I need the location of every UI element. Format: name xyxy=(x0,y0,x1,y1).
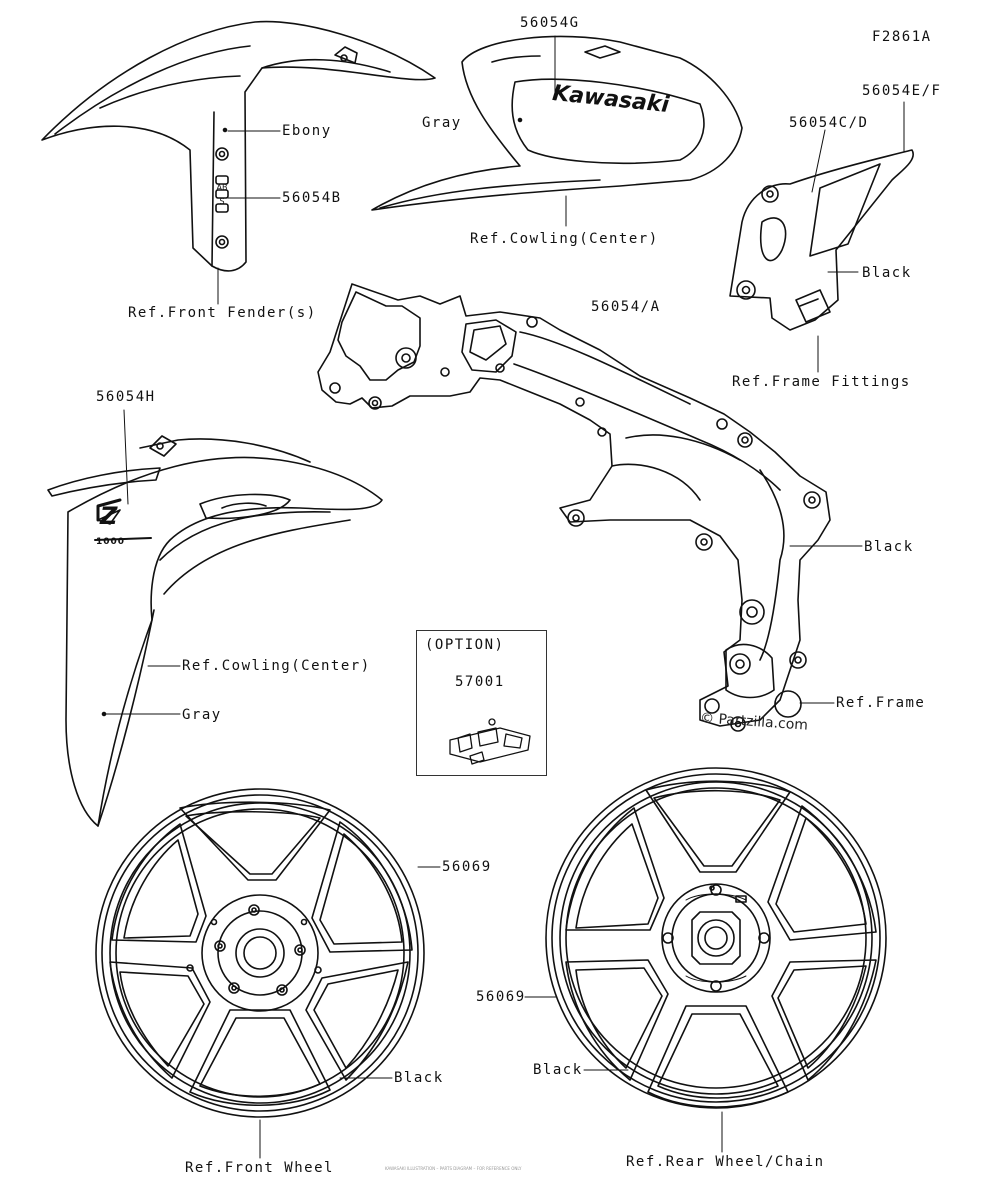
main-frame xyxy=(317,283,831,732)
center-cowl-top xyxy=(371,35,743,211)
abs-letter-a xyxy=(215,175,229,185)
label-gray-cowl: Gray xyxy=(422,115,462,131)
label-56069-rear: 56069 xyxy=(476,989,526,1005)
label-ref-cowling-mid: Ref.Cowling(Center) xyxy=(182,658,371,674)
frame-fitting xyxy=(729,149,914,331)
front-fender xyxy=(41,20,436,272)
label-gray-side: Gray xyxy=(182,707,222,723)
label-ref-frame: Ref.Frame xyxy=(836,695,926,711)
option-part-number: 57001 xyxy=(455,674,505,690)
option-box: (OPTION) 57001 xyxy=(416,630,547,776)
option-clip xyxy=(449,718,531,765)
label-56069-front: 56069 xyxy=(442,859,492,875)
label-56054ef: 56054E/F xyxy=(862,83,942,99)
label-black-rear-wheel: Black xyxy=(533,1062,583,1078)
z-decal: Z xyxy=(100,502,118,530)
label-ref-front-fender: Ref.Front Fender(s) xyxy=(128,305,317,321)
leader-lines xyxy=(103,35,905,1159)
label-black-frame: Black xyxy=(864,539,914,555)
label-56054cd: 56054C/D xyxy=(789,115,869,131)
label-black-fitting: Black xyxy=(862,265,912,281)
abs-letter-b xyxy=(215,189,229,199)
label-ref-front-wheel: Ref.Front Wheel xyxy=(185,1160,334,1176)
label-ref-frame-fittings: Ref.Frame Fittings xyxy=(732,374,911,390)
front-wheel xyxy=(95,788,425,1118)
abs-letter-s xyxy=(215,203,229,213)
fine-print: KAWASAKI ILLUSTRATION – PARTS DIAGRAM – … xyxy=(385,1166,522,1171)
label-56054g: 56054G xyxy=(520,15,580,31)
option-title: (OPTION) xyxy=(425,637,505,653)
label-56054a: 56054/A xyxy=(591,299,661,315)
label-56054h: 56054H xyxy=(96,389,156,405)
abs-decal: ABS xyxy=(216,183,228,206)
figure-code: F2861A xyxy=(872,29,932,45)
label-black-front-wheel: Black xyxy=(394,1070,444,1086)
side-cowl xyxy=(47,435,383,827)
label-ebony: Ebony xyxy=(282,123,332,139)
label-ref-rear-wheel: Ref.Rear Wheel/Chain xyxy=(626,1154,825,1170)
rear-wheel xyxy=(545,767,887,1109)
z1000-sub-decal: 1000 xyxy=(96,537,126,547)
label-ref-cowling-top: Ref.Cowling(Center) xyxy=(470,231,659,247)
label-56054b: 56054B xyxy=(282,190,342,206)
